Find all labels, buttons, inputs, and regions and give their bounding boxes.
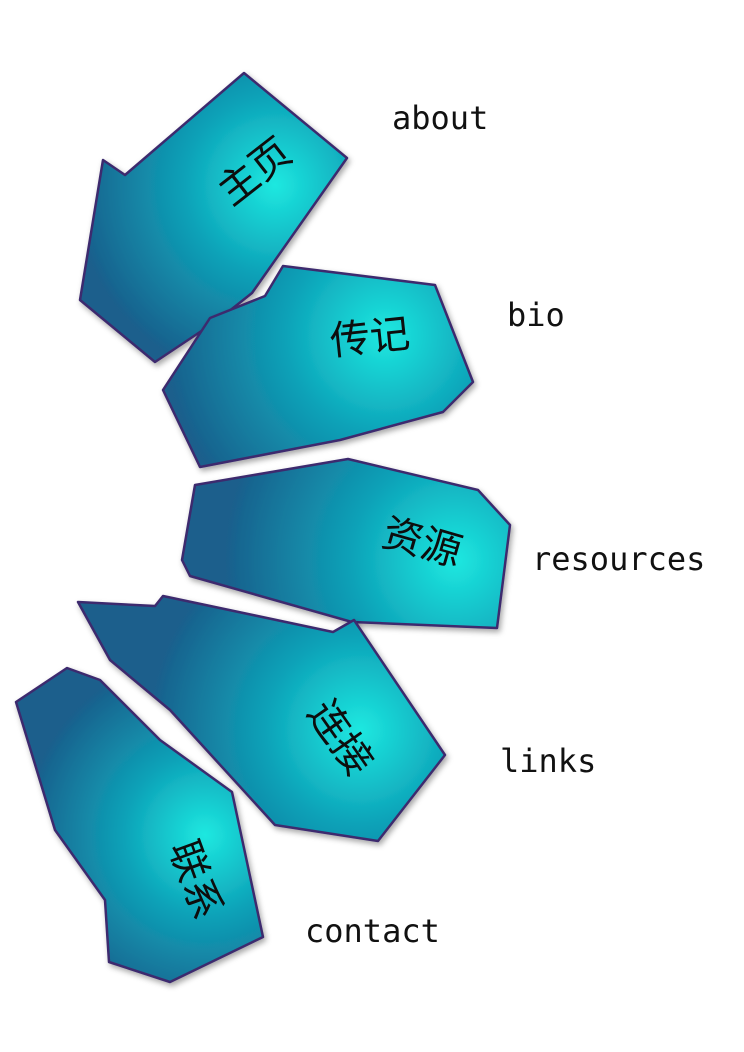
nav-tile-bio[interactable]: 传记 (161, 264, 475, 469)
nav-link-contact[interactable]: contact (305, 912, 440, 950)
nav-tile-home[interactable]: 主页 (78, 71, 349, 364)
nav-tile-resources[interactable]: 资源 (180, 457, 512, 630)
nav-tile-contact[interactable]: 联系 (14, 666, 265, 984)
nav-link-about[interactable]: about (392, 99, 489, 137)
nav-tile-bio-glyph: 传记 (328, 311, 412, 365)
nav-link-links[interactable]: links (500, 742, 597, 780)
nav-link-bio[interactable]: bio (507, 296, 565, 334)
nav-link-resources[interactable]: resources (532, 540, 706, 578)
nav-tile-links[interactable]: 连接 (76, 594, 447, 843)
